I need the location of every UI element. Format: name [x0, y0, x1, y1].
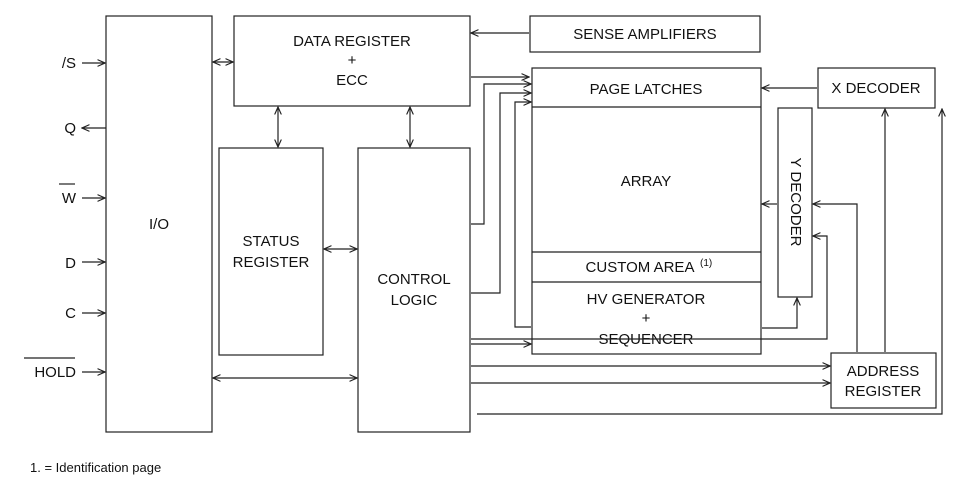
- status-register-label-2: REGISTER: [233, 254, 310, 271]
- x-decoder-block: X DECODER: [817, 67, 936, 109]
- pin-c-label: C: [65, 305, 76, 322]
- custom-area-label: CUSTOM AREA: [586, 259, 695, 276]
- control-to-x-decoder: [477, 109, 942, 415]
- status-register-block: STATUS REGISTER: [218, 147, 324, 356]
- address-to-y-decoder: [813, 204, 858, 352]
- control-logic-label-2: LOGIC: [391, 292, 438, 309]
- pin-w-label: W: [62, 190, 77, 207]
- custom-area-footnote-ref: (1): [700, 258, 712, 269]
- hv-generator-label-1: HV GENERATOR: [587, 291, 706, 308]
- footnote: 1. = Identification page: [30, 460, 161, 475]
- control-to-page-latches-2: [471, 93, 531, 294]
- page-latches-label: PAGE LATCHES: [590, 81, 703, 98]
- pin-d-label: D: [65, 255, 76, 272]
- io-label: I/O: [149, 216, 169, 233]
- sequencer-to-y-decoder: [762, 298, 797, 329]
- y-decoder-block: Y DECODER: [777, 107, 813, 298]
- sense-amplifiers-block: SENSE AMPLIFIERS: [529, 15, 761, 53]
- pin-s-label: /S: [62, 55, 76, 72]
- control-to-y-decoder: [471, 236, 828, 340]
- sequencer-to-page-latches: [514, 102, 531, 328]
- x-decoder-label: X DECODER: [831, 80, 920, 97]
- sense-amplifiers-label: SENSE AMPLIFIERS: [573, 26, 716, 43]
- hv-generator-label-2: +: [642, 310, 651, 327]
- address-register-label-2: REGISTER: [845, 383, 922, 400]
- control-to-page-latches-1: [471, 84, 531, 225]
- address-register-label-1: ADDRESS: [847, 363, 920, 380]
- array-label: ARRAY: [621, 173, 672, 190]
- control-logic-block: CONTROL LOGIC: [357, 147, 471, 433]
- status-register-label-1: STATUS: [243, 233, 300, 250]
- data-register-label-1: DATA REGISTER: [293, 33, 411, 50]
- data-register-label-3: ECC: [336, 72, 368, 89]
- y-decoder-label: Y DECODER: [787, 158, 804, 247]
- io-block: I/O: [105, 15, 213, 433]
- memory-array-group: PAGE LATCHES ARRAY CUSTOM AREA (1) HV GE…: [531, 67, 762, 355]
- pin-hold-label: HOLD: [34, 364, 76, 381]
- control-logic-label-1: CONTROL: [377, 271, 450, 288]
- address-register-block: ADDRESS REGISTER: [830, 352, 937, 409]
- pin-q-label: Q: [64, 120, 76, 137]
- data-register-label-2: +: [348, 52, 357, 69]
- data-register-block: DATA REGISTER + ECC: [233, 15, 471, 107]
